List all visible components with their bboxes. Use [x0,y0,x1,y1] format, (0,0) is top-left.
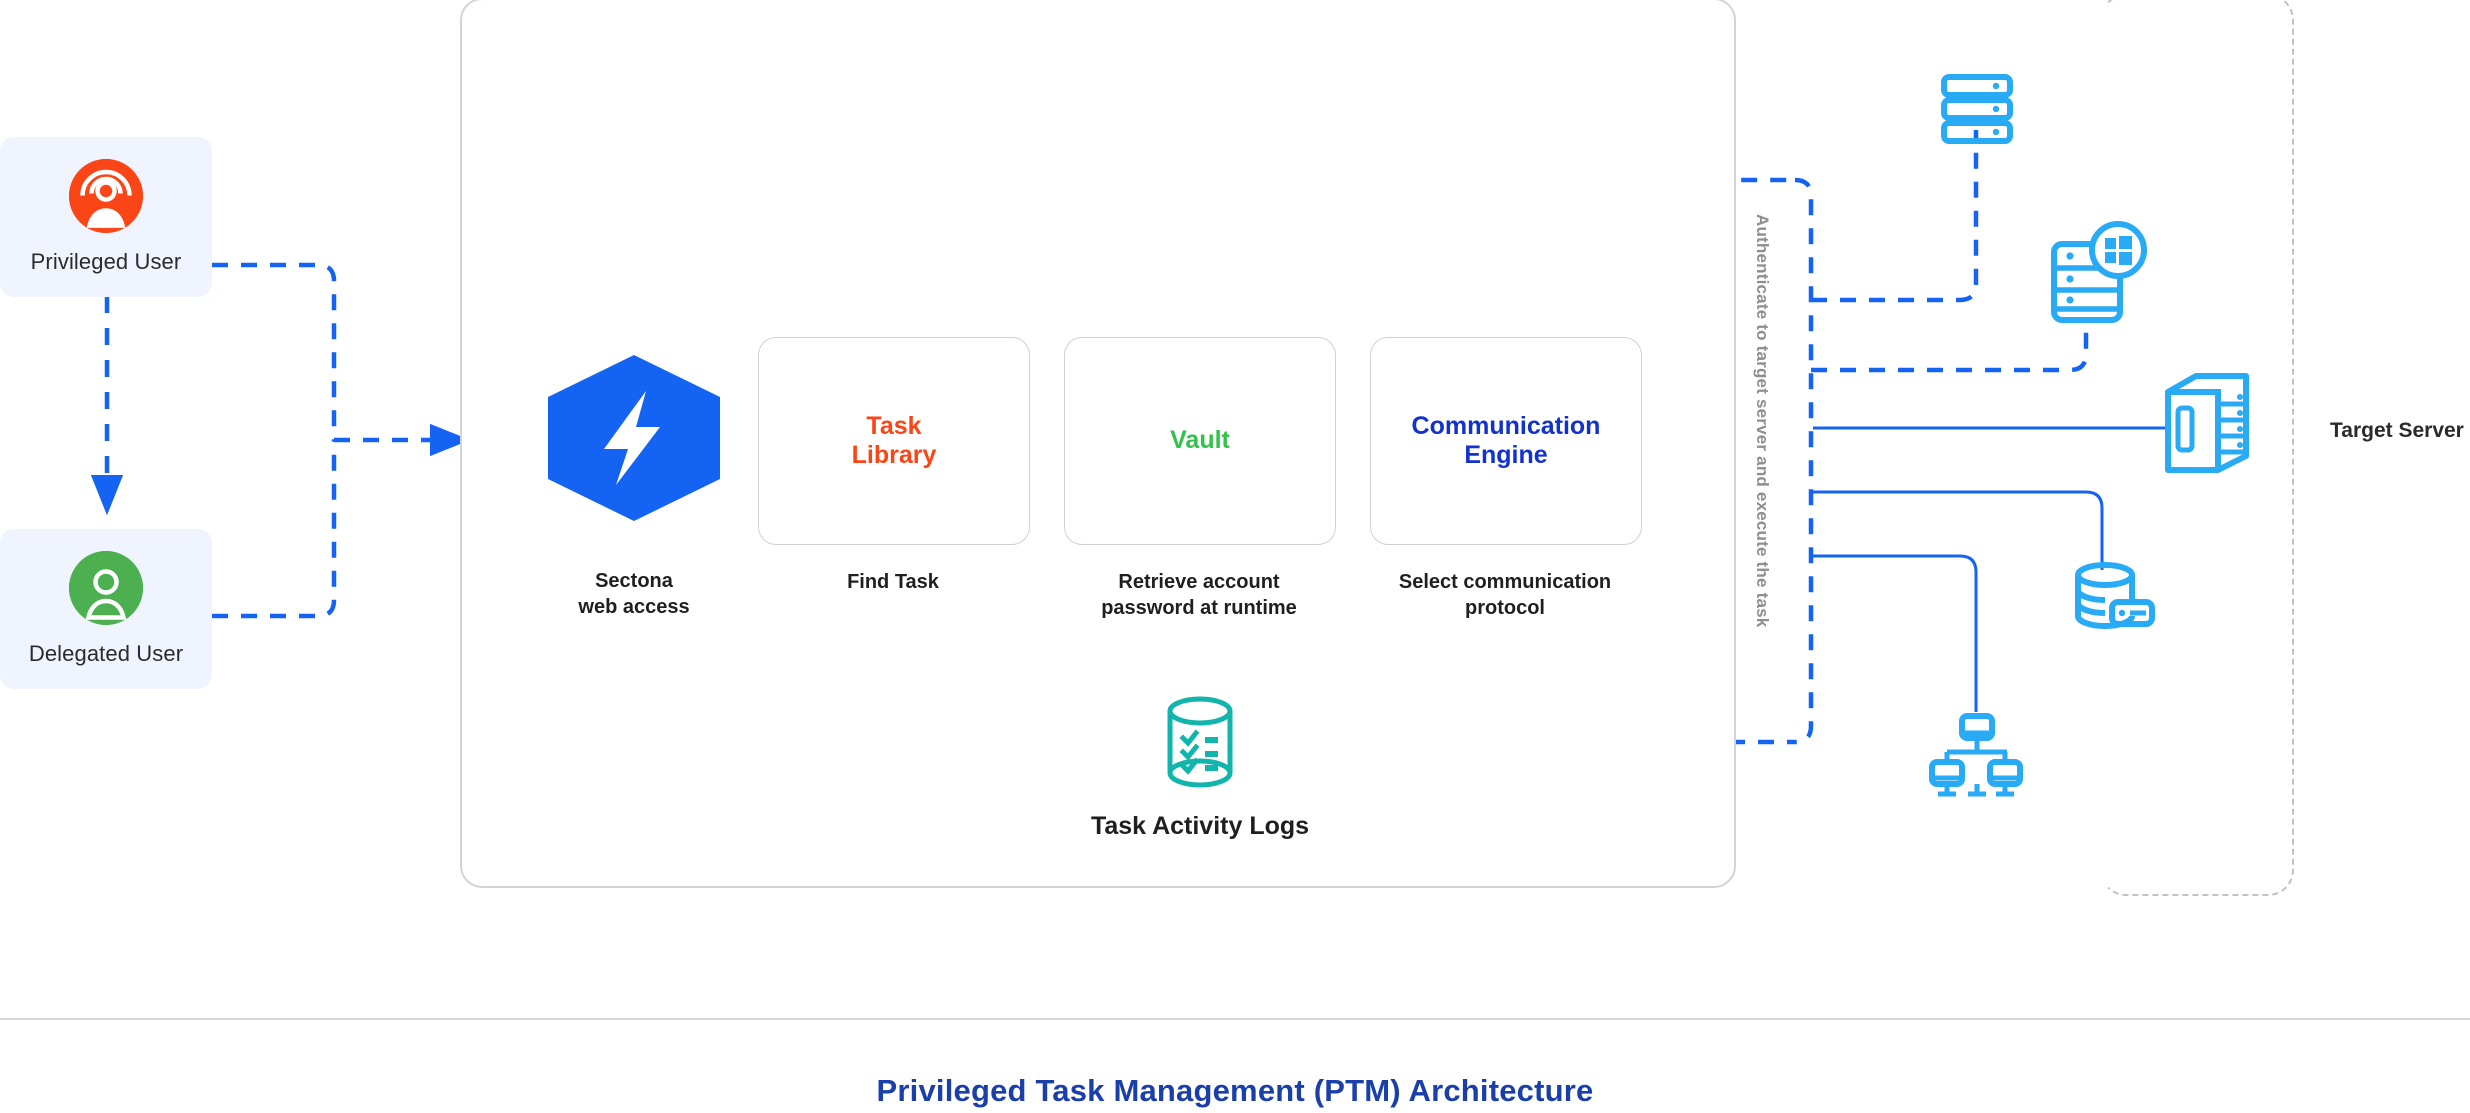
step-title-line1: Communication [1411,411,1601,440]
windows-server-icon[interactable] [2046,221,2152,326]
caption-line1: Retrieve account [1118,571,1280,593]
caption-line2: protocol [1465,596,1545,619]
step-title-line1: Task [866,411,922,440]
gateway-caption-line2: web access [578,596,690,618]
footer-title: Privileged Task Management (PTM) Archite… [876,1073,1594,1108]
target-server-label: Target Server [2330,419,2464,442]
step-title-task-library: Task Library [852,412,937,471]
target-server-group-outline [2100,0,2294,896]
footer-divider [0,1018,2470,1020]
actor-label: Privileged User [30,249,182,274]
actor-label: Delegated User [28,641,184,666]
actor-card-privileged-user[interactable]: Privileged User [0,137,212,297]
database-server-icon[interactable] [2070,560,2156,632]
edge-delegated-to-bus [212,440,337,619]
task-activity-logs-cylinder-icon[interactable] [1155,694,1245,790]
tower-server-icon[interactable] [2162,370,2254,474]
edge-auth-to-database-server [1813,490,2104,570]
edge-auth-to-server-rack [1811,130,1979,303]
task-activity-logs-label: Task Activity Logs [1090,812,1310,840]
step-title-line1: Vault [1170,426,1230,455]
edge-auth-to-windows-server [1811,330,2089,373]
step-caption-task-library: Find Task [733,570,1053,596]
step-title-line2: Engine [1464,441,1548,469]
privileged-user-icon [69,159,143,233]
gateway-caption: Sectona web access [524,568,744,620]
server-rack-icon[interactable] [1938,72,2016,146]
caption-line2: password at runtime [1101,596,1297,619]
step-title-communication-engine: Communication Engine [1412,412,1601,471]
edge-privileged-to-bus [212,262,337,440]
step-box-task-library[interactable]: Task Library [758,337,1030,545]
step-title-line2: Library [851,441,937,469]
edge-auth-to-network-hosts [1813,554,1978,712]
sectona-hexagon-logo[interactable] [544,353,724,523]
caption-line1: Select communication [1398,571,1612,593]
gateway-caption-line1: Sectona [595,570,673,592]
step-title-vault: Vault [1170,426,1230,456]
step-box-vault[interactable]: Vault [1064,337,1336,545]
step-box-communication-engine[interactable]: Communication Engine [1370,337,1642,545]
authenticate-label: Authenticate to target server and execut… [1753,214,1772,628]
actor-card-delegated-user[interactable]: Delegated User [0,529,212,689]
step-caption-communication-engine: Select communication protocol [1345,570,1665,621]
network-computers-icon[interactable] [1926,712,2026,800]
caption-line1: Find Task [847,571,939,593]
auth-region-outline [1794,177,1814,745]
delegated-user-icon [69,551,143,625]
step-caption-vault: Retrieve account password at runtime [1039,570,1359,621]
